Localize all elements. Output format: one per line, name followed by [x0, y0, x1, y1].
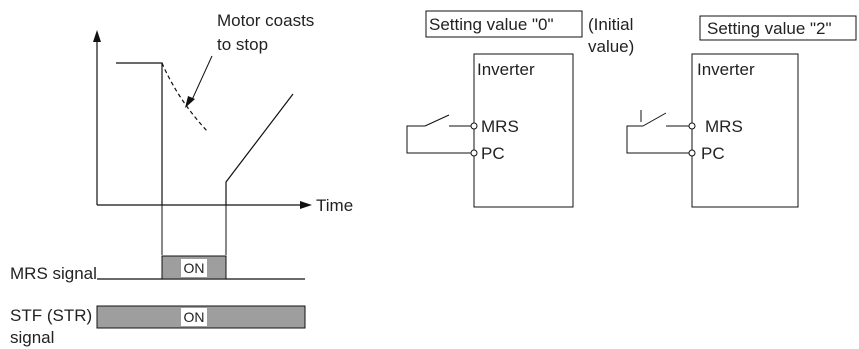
mrs-on-box — [181, 259, 207, 277]
circuit-setting-0: Setting value "0" (Initial value) Invert… — [406, 10, 634, 208]
wiring-2 — [626, 125, 689, 154]
motor-speed-plateau — [116, 62, 163, 205]
pc-terminal-label-2: PC — [701, 144, 725, 163]
mrs-terminal-2 — [688, 122, 696, 130]
time-label: Time — [316, 196, 353, 215]
y-axis-arrowhead — [93, 30, 101, 42]
pc-terminal-2 — [688, 149, 696, 157]
stf-label-line1: STF (STR) — [10, 306, 92, 325]
setting-2-label-box — [699, 15, 857, 41]
mrs-terminal-0 — [470, 122, 478, 130]
mrs-on-text: ON — [184, 260, 205, 276]
setting-0-label-box — [425, 10, 583, 38]
switch-contact-2 — [642, 112, 667, 127]
stf-on-text: ON — [184, 309, 205, 325]
setting-0-label: Setting value "0" — [429, 15, 554, 34]
inverter-label-2: Inverter — [697, 60, 755, 79]
mrs-terminal-label-0: MRS — [481, 117, 519, 136]
inverter-label-0: Inverter — [477, 60, 535, 79]
pc-terminal-label-0: PC — [481, 144, 505, 163]
inverter-box-2 — [691, 53, 799, 208]
wiring-0 — [406, 125, 471, 154]
setting-0-note-line1: (Initial — [588, 15, 633, 34]
mrs-signal-label: MRS signal — [10, 264, 97, 283]
stf-label-line2: signal — [10, 328, 54, 347]
mrs-terminal-label-2: MRS — [705, 117, 743, 136]
circuit-setting-2: Setting value "2" Inverter MRS PC — [626, 15, 857, 208]
setting-0-note-line2: value) — [588, 37, 634, 56]
switch-contact-0 — [424, 114, 450, 127]
pc-terminal-0 — [470, 149, 478, 157]
annotation-arrow-line — [190, 55, 213, 103]
stf-on-box — [181, 308, 207, 326]
x-axis-arrowhead — [300, 201, 312, 209]
motor-coast-curve — [161, 62, 209, 133]
setting-2-label: Setting value "2" — [707, 19, 832, 38]
annotation-line2: to stop — [217, 35, 268, 54]
annotation-line1: Motor coasts — [217, 11, 314, 30]
motor-restart-line — [225, 93, 294, 205]
timing-chart: Time Motor coasts to stop MRS signal ON … — [10, 11, 353, 347]
annotation-arrowhead — [185, 96, 195, 108]
inverter-box-0 — [473, 53, 574, 208]
